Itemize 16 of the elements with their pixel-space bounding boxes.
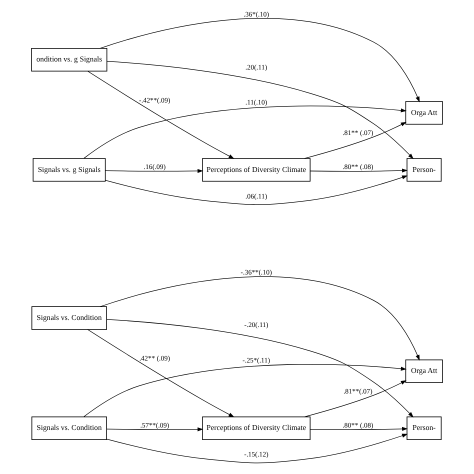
arrow <box>310 168 408 173</box>
arrow <box>100 276 420 361</box>
arrow <box>106 434 408 464</box>
arrow <box>87 70 234 159</box>
arrow <box>310 426 408 431</box>
arrow <box>106 319 414 418</box>
arrow <box>304 380 407 418</box>
arrow <box>105 175 408 205</box>
arrow <box>84 106 407 159</box>
arrow <box>106 61 414 160</box>
arrow <box>106 427 204 432</box>
arrow <box>84 364 407 417</box>
arrow <box>304 122 407 159</box>
arrow <box>100 18 420 102</box>
arrow <box>105 168 204 173</box>
arrow <box>87 329 234 418</box>
